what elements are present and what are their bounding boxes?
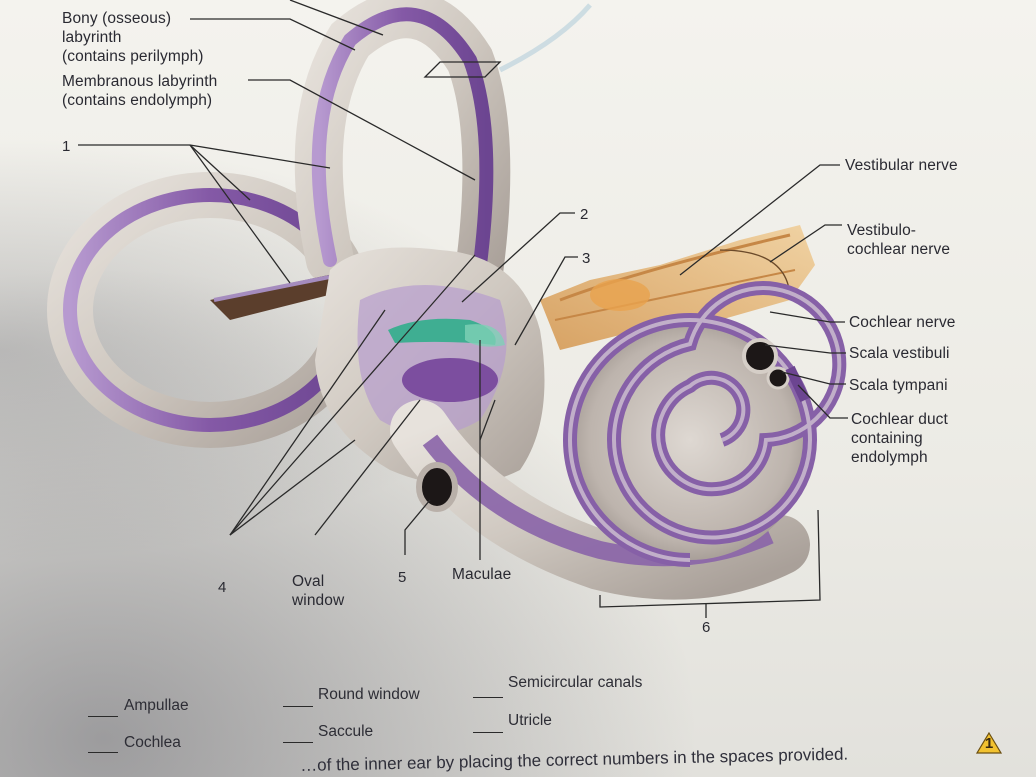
utricle-shape (402, 358, 498, 402)
label-bony-labyrinth: Bony (osseous) labyrinth (contains peril… (62, 10, 204, 65)
label-oval-window: Oval window (292, 573, 345, 609)
warning-triangle-icon (976, 732, 1002, 754)
label-number-5: 5 (398, 569, 407, 586)
activity-badge: 1 (976, 732, 1002, 754)
answer-label-semicircular-canals: Semicircular canals (508, 674, 643, 691)
answer-label-utricle: Utricle (508, 712, 552, 729)
label-number-1: 1 (62, 138, 71, 155)
label-number-4: 4 (218, 579, 227, 596)
label-vestibular-nerve: Vestibular nerve (845, 157, 958, 174)
cochlea (563, 281, 847, 567)
answer-blank-saccule[interactable] (283, 742, 313, 743)
label-membranous-labyrinth: Membranous labyrinth (contains endolymph… (62, 73, 218, 109)
answer-blank-ampullae[interactable] (88, 716, 118, 717)
label-maculae: Maculae (452, 566, 512, 583)
answer-blank-utricle[interactable] (473, 732, 503, 733)
macula-saccule (465, 324, 505, 347)
answer-label-cochlea: Cochlea (124, 734, 181, 751)
label-cochlear-duct: Cochlear duct containing endolymph (851, 411, 948, 466)
plane-marker (423, 61, 502, 78)
cochlear-duct-shape (785, 365, 810, 403)
answer-blank-round-window[interactable] (283, 706, 313, 707)
vestibulocochlear-nerve-shape (540, 225, 815, 350)
label-number-6: 6 (702, 619, 711, 636)
scala-vestibuli-opening (742, 338, 778, 374)
leader-lines (78, 0, 848, 618)
label-number-2: 2 (580, 206, 589, 223)
answer-label-saccule: Saccule (318, 723, 374, 740)
answer-blank-semicircular-canals[interactable] (473, 697, 503, 698)
answer-label-round-window: Round window (318, 686, 420, 703)
badge-number: 1 (984, 735, 994, 752)
round-window (416, 462, 458, 512)
label-scala-vestibuli: Scala vestibuli (849, 345, 950, 362)
background-arc (498, 3, 592, 73)
answer-blank-cochlea[interactable] (88, 752, 118, 753)
label-cochlear-nerve: Cochlear nerve (849, 314, 956, 331)
answer-label-ampullae: Ampullae (124, 697, 189, 714)
vestibular-ganglion (590, 279, 650, 311)
label-scala-tympani: Scala tympani (849, 377, 948, 394)
anterior-semicircular-canal (294, 0, 511, 324)
label-number-3: 3 (582, 250, 591, 267)
scala-tympani-opening (766, 366, 790, 390)
label-vestibulocochlear-nerve: Vestibulo- cochlear nerve (847, 222, 951, 258)
